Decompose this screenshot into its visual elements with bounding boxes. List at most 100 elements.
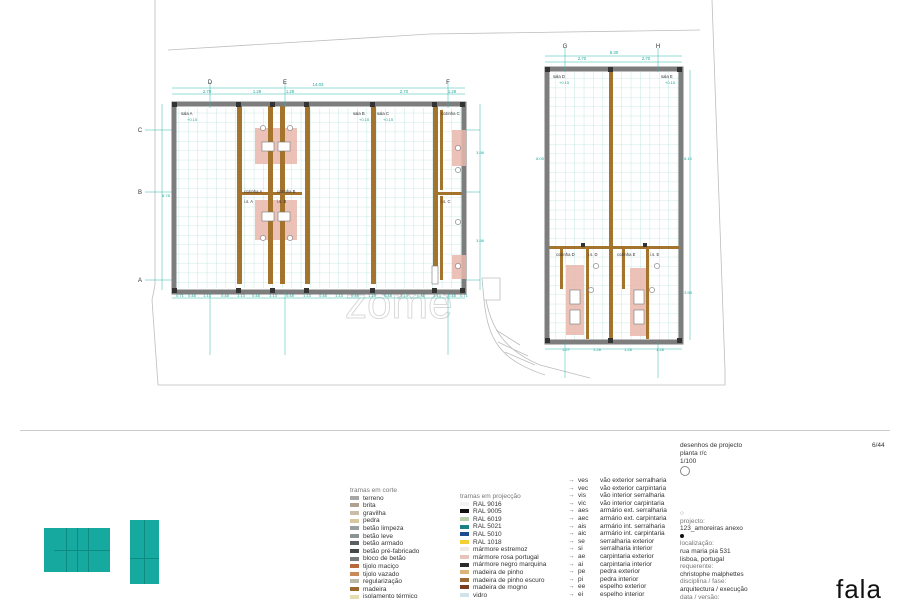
legend-swatch xyxy=(350,564,359,569)
code-abbrev: ves xyxy=(578,477,589,484)
code-abbrev: ee xyxy=(578,583,586,591)
room-label-is-e: i.s. E xyxy=(650,252,660,257)
legend-swatch xyxy=(350,526,359,531)
legend-label: terreno xyxy=(363,494,384,502)
legend-swatch xyxy=(350,511,359,516)
code-abbrev: ais xyxy=(578,522,587,530)
room-level: +0.15 xyxy=(383,117,394,122)
location-label: localização: xyxy=(680,540,714,548)
dimension-value: 2.70 xyxy=(400,89,409,94)
legend-item: RAL 9016 xyxy=(460,501,546,509)
arrow-icon: → xyxy=(568,477,575,484)
room-level: +0.15 xyxy=(359,117,370,122)
legend-label: madeira de pinho xyxy=(473,568,524,576)
dimension-value: 1.13 xyxy=(368,293,377,298)
arrow-icon: → xyxy=(568,537,575,545)
code-abbrev: si xyxy=(578,545,583,553)
legend-swatch xyxy=(350,533,359,538)
grid-label-row: A xyxy=(138,278,142,284)
discipline-label: disciplina / fase: xyxy=(680,578,727,586)
legend-swatch xyxy=(460,524,469,529)
legend-item: regularização xyxy=(350,578,419,586)
building-left xyxy=(171,101,467,295)
drawing-subtitle: planta r/c xyxy=(680,450,707,457)
grid-label-row: C xyxy=(138,128,143,134)
legend-item: betão pré-fabricado xyxy=(350,548,419,556)
dimension-value: 1.28 xyxy=(286,89,295,94)
key-plan-thumbnail-right xyxy=(130,520,159,584)
dimension-value: 0.48 xyxy=(351,293,360,298)
legend-item: brita xyxy=(350,502,419,510)
grid-label-col: D xyxy=(208,80,213,86)
project-info: ○ projecto: 123_amoreiras anexo localiza… xyxy=(680,510,748,601)
brand-logo: fala xyxy=(836,574,882,604)
legend-swatch xyxy=(350,549,359,554)
dimension-total: 14.03 xyxy=(313,82,325,87)
legend-label: regularização xyxy=(363,578,403,586)
legend-item: betão limpeza xyxy=(350,525,419,533)
legend-item: tijolo vazado xyxy=(350,571,419,579)
dimension-value: 8.78 xyxy=(162,193,171,198)
legend-label: mármore rosa portugal xyxy=(473,553,539,561)
page-number: 6/44 xyxy=(872,442,885,449)
arrow-icon: → xyxy=(568,583,575,591)
dimension-value: 1.13 xyxy=(433,293,442,298)
legend-label: madeira xyxy=(363,585,387,593)
code-abbrev: ae xyxy=(578,552,586,560)
legend-swatch xyxy=(460,562,469,567)
legend-label: betão leve xyxy=(363,532,393,540)
drawing-scale: 1/100 xyxy=(680,458,697,465)
legend-item: madeira de pinho escuro xyxy=(460,577,546,585)
floor-plan-drawing: zome DEFGHCBA14.032.701.281.282.701.286.… xyxy=(138,0,726,386)
dimension-value: 2.70 xyxy=(203,89,212,94)
code-label: espelho interior xyxy=(600,590,645,598)
legend-item: madeira xyxy=(350,586,419,594)
room-label-sala-d: sala D xyxy=(553,74,565,79)
arrow-icon: → xyxy=(568,552,575,560)
arrow-icon: → xyxy=(568,492,575,500)
legend-item: RAL 9005 xyxy=(460,508,546,516)
grid-label-col: G xyxy=(563,44,568,50)
legend-item: terreno xyxy=(350,495,419,503)
legend-label: RAL 9005 xyxy=(473,508,502,516)
legend-label: bloco de betão xyxy=(363,555,406,563)
dimension-value: 1.28 xyxy=(656,347,665,352)
dimension-value: 0.48 xyxy=(188,293,197,298)
legend-swatch xyxy=(350,579,359,584)
client-label: requerente: xyxy=(680,563,714,571)
legend-swatch xyxy=(350,587,359,591)
legend-item: madeira de pinho xyxy=(460,569,546,577)
legend-label: madeira de pinho escuro xyxy=(473,576,545,584)
watermark-text: zome xyxy=(345,279,453,328)
legend-item: RAL 1018 xyxy=(460,539,546,547)
dimension-value: 1.28 xyxy=(624,347,633,352)
dimension-value: 0.48 xyxy=(417,293,426,298)
key-plan-thumbnail-left xyxy=(44,528,110,572)
dimension-value: 0.48 xyxy=(448,293,457,298)
legend-item: RAL 6019 xyxy=(460,516,546,524)
room-label-cozinha-a: cozinha A xyxy=(244,189,262,194)
dimension-value: 1.28 xyxy=(253,89,262,94)
legend-label: RAL 5010 xyxy=(473,530,502,538)
room-level: +0.15 xyxy=(665,80,676,85)
legend-swatch xyxy=(460,547,469,552)
legend-corte-header: tramas em corte xyxy=(350,487,397,494)
code-label: vão interior carpintaria xyxy=(600,499,665,507)
dimension-value: 1.28 xyxy=(448,89,457,94)
legend-label: vidro xyxy=(473,591,488,599)
client-value: christophe malphettes xyxy=(680,570,744,578)
arrow-icon: → xyxy=(568,484,575,492)
project-value: 123_amoreiras anexo xyxy=(680,525,743,533)
grid-label-col: H xyxy=(656,44,660,50)
room-label-is-c: i.s. C xyxy=(441,199,451,204)
dimension-value: 8.10 xyxy=(684,156,693,161)
arrow-icon: → xyxy=(568,568,575,576)
legend-label: betão pré-fabricado xyxy=(363,547,420,555)
